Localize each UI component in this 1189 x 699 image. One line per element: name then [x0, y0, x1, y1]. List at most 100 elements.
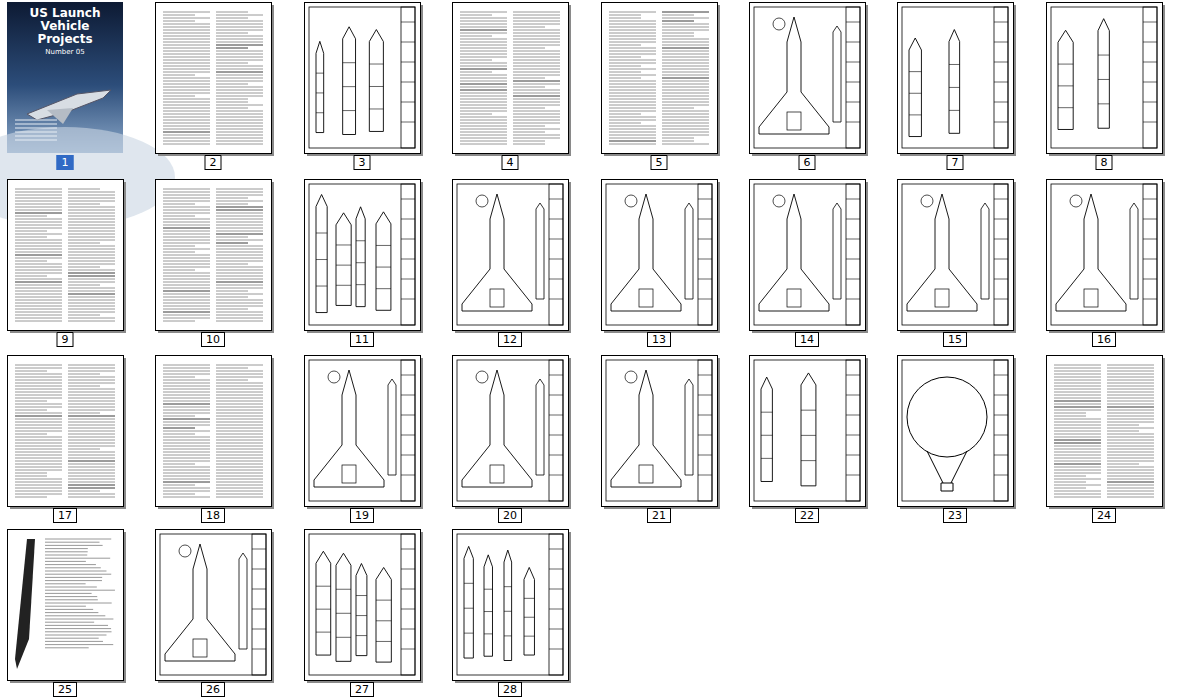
- text-line: [45, 583, 86, 584]
- text-line: [1054, 428, 1101, 429]
- stage-line: [464, 633, 473, 634]
- text-line: [216, 443, 263, 444]
- text-line: [1107, 416, 1154, 417]
- text-line: [15, 240, 62, 241]
- rocket-outline: [524, 567, 534, 655]
- text-line: [15, 416, 62, 417]
- text-line: [1107, 473, 1154, 474]
- stage-line: [1058, 107, 1073, 108]
- text-line: [609, 141, 656, 142]
- text-line: [216, 494, 263, 495]
- text-line: [163, 12, 210, 13]
- text-line: [216, 225, 263, 226]
- title-block-divider: [994, 299, 1008, 300]
- title-block-divider: [252, 549, 266, 550]
- stage-line: [801, 460, 816, 461]
- text-line: [460, 24, 507, 25]
- sheet-border: [754, 7, 860, 148]
- sheet-border: [457, 360, 563, 501]
- title-block-divider: [698, 279, 712, 280]
- text-line: [609, 21, 656, 22]
- title-block-divider: [994, 42, 1008, 43]
- text-line: [15, 449, 62, 450]
- stage-line: [356, 284, 365, 285]
- text-line: [1107, 476, 1154, 477]
- rocket-outline: [356, 207, 365, 307]
- text-line: [15, 485, 62, 486]
- stage-line: [369, 64, 383, 65]
- title-block-divider: [846, 279, 860, 280]
- text-line: [68, 419, 115, 420]
- text-line: [1054, 434, 1101, 435]
- text-line: [15, 249, 62, 250]
- stage-line: [464, 608, 473, 609]
- text-line: [609, 42, 656, 43]
- title-block: [549, 534, 563, 675]
- text-line: [68, 198, 115, 199]
- text-line: [45, 545, 103, 546]
- text-line: [513, 105, 560, 106]
- text-line: [163, 428, 195, 429]
- text-line: [216, 66, 263, 67]
- page-number: 15: [943, 332, 967, 347]
- engine-bay: [1084, 289, 1098, 307]
- text-line: [163, 374, 210, 375]
- page-thumbnail-cell: 19: [304, 355, 420, 523]
- text-line: [609, 111, 656, 112]
- front-view: [179, 545, 191, 557]
- text-line: [163, 228, 210, 229]
- text-line: [45, 599, 98, 600]
- text-line: [45, 606, 86, 607]
- text-line: [662, 69, 709, 70]
- title-block-divider: [994, 279, 1008, 280]
- text-line: [513, 96, 560, 97]
- page-number: 6: [799, 155, 816, 170]
- text-line: [513, 39, 560, 40]
- text-line: [609, 24, 656, 25]
- text-line: [1054, 491, 1101, 492]
- text-line: [15, 443, 62, 444]
- title-block-divider: [994, 475, 1008, 476]
- text-line: [1107, 494, 1154, 495]
- page-frame: [898, 180, 1014, 331]
- title-block-divider: [698, 435, 712, 436]
- text-line: [609, 63, 656, 64]
- text-line: [68, 455, 115, 456]
- page-thumbnail: [8, 180, 127, 334]
- stage-line: [484, 633, 492, 634]
- text-line: [216, 240, 263, 241]
- page-frame: [8, 530, 124, 681]
- text-line: [513, 69, 560, 70]
- sheet-border: [754, 184, 860, 325]
- text-line: [68, 189, 100, 190]
- text-line: [216, 231, 263, 232]
- title-block-divider: [549, 375, 563, 376]
- rocket-outline: [761, 377, 772, 481]
- text-line: [68, 398, 115, 399]
- text-line: [662, 135, 709, 136]
- text-line: [216, 222, 263, 223]
- page-thumbnail: [156, 530, 275, 684]
- text-line: [662, 57, 709, 58]
- text-line: [216, 135, 263, 136]
- text-line: [163, 452, 210, 453]
- page-thumbnail-cell: 2: [155, 2, 271, 170]
- rocket-outline: [316, 194, 327, 312]
- text-line: [513, 111, 560, 112]
- text-line: [216, 371, 263, 372]
- text-line: [1054, 407, 1101, 408]
- page-number: 10: [201, 332, 225, 347]
- text-line: [1107, 488, 1154, 489]
- sheet-border: [902, 360, 1008, 501]
- stage-line: [356, 635, 367, 636]
- text-line: [45, 590, 115, 591]
- text-line: [15, 395, 62, 396]
- text-line: [1107, 398, 1154, 399]
- text-line: [513, 33, 560, 34]
- stage-line: [316, 233, 327, 234]
- title-block-divider: [846, 122, 860, 123]
- text-line: [68, 416, 115, 417]
- sheet-border: [309, 534, 415, 675]
- text-line: [163, 261, 210, 262]
